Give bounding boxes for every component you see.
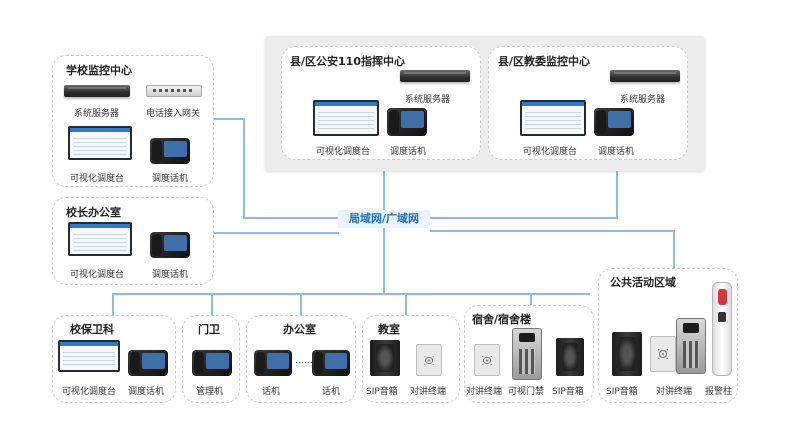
office-phone1-icon (254, 350, 292, 376)
police-server-label: 系统服务器 (405, 95, 451, 105)
school-console-icon (68, 126, 132, 160)
police-phone-icon (387, 108, 427, 136)
education-center-title: 县/区教委监控中心 (498, 55, 591, 68)
link-education-vertical (616, 160, 618, 218)
gateway-icon (146, 85, 202, 97)
school-phone-icon (150, 138, 190, 164)
link-school-gateway (212, 118, 244, 120)
office-phone2-label: 话机 (322, 387, 341, 397)
link-hub-down (383, 228, 385, 294)
public-terminal-icon (650, 336, 676, 372)
link-public-vertical (673, 230, 675, 268)
education-server-icon (610, 70, 680, 82)
link-school-vertical (243, 118, 245, 218)
police-server-icon (400, 70, 470, 82)
dormitory-title: 宿舍/宿舍楼 (472, 313, 532, 326)
alarm-pillar-label: 报警柱 (705, 387, 733, 397)
school-phone-label: 调度话机 (152, 174, 189, 184)
police-center-title: 县/区公安110指挥中心 (290, 55, 405, 68)
education-console-icon (520, 100, 586, 136)
office-dots: …… (295, 356, 313, 366)
gate-title: 门卫 (198, 323, 220, 336)
school-monitor-group (52, 55, 214, 187)
education-center-group (488, 46, 688, 160)
office-phone1-label: 话机 (262, 387, 281, 397)
security-console-label: 可视化调度台 (62, 387, 117, 397)
principal-console-label: 可视化调度台 (70, 270, 125, 280)
school-console-label: 可视化调度台 (70, 174, 125, 184)
public-speaker-icon (612, 332, 642, 376)
school-monitor-title: 学校监控中心 (66, 64, 132, 77)
drop-classroom (405, 293, 407, 315)
public-terminal-label: 对讲终端 (656, 387, 693, 397)
office-title: 办公室 (283, 323, 316, 336)
classroom-terminal-label: 对讲终端 (410, 387, 447, 397)
school-server-label: 系统服务器 (74, 109, 120, 119)
security-phone-label: 调度话机 (128, 387, 165, 397)
dorm-speaker-icon (556, 338, 584, 376)
public-intercom-icon (676, 318, 706, 374)
drop-security (112, 293, 114, 315)
police-console-label: 可视化调度台 (316, 147, 371, 157)
education-console-label: 可视化调度台 (523, 147, 578, 157)
drop-dormitory (530, 293, 532, 305)
security-dept-title: 校保卫科 (70, 323, 114, 336)
school-server-icon (64, 85, 130, 97)
link-left-horizontal (243, 217, 338, 219)
principal-console-icon (68, 222, 132, 256)
principal-phone-label: 调度话机 (152, 270, 189, 280)
education-phone-icon (594, 108, 634, 136)
security-phone-icon (128, 350, 168, 376)
door-access-icon (512, 328, 542, 380)
classroom-speaker-label: SIP音箱 (366, 387, 398, 397)
dorm-terminal-icon (474, 344, 500, 376)
public-area-title: 公共活动区域 (610, 276, 676, 289)
link-right-horizontal (430, 217, 618, 219)
drop-office (300, 293, 302, 315)
education-phone-label: 调度话机 (598, 147, 635, 157)
link-bottom-bus (112, 293, 590, 295)
link-principal-horizontal (214, 232, 339, 234)
police-console-icon (313, 100, 379, 136)
dorm-terminal-label: 对讲终端 (466, 387, 503, 397)
alarm-pillar-icon (712, 282, 732, 376)
gate-phone-label: 管理机 (196, 387, 224, 397)
security-console-icon (58, 340, 120, 372)
office-phone2-icon (312, 350, 350, 376)
classroom-group (362, 315, 460, 403)
network-hub: 局域网/广域网 (338, 210, 430, 228)
principal-office-title: 校长办公室 (66, 206, 121, 219)
link-public-horizontal (430, 230, 674, 232)
drop-gate (211, 293, 213, 315)
gateway-label: 电话接入网关 (146, 109, 201, 119)
link-hub-to-top-panel (383, 170, 385, 210)
classroom-speaker-icon (370, 340, 400, 376)
gate-phone-icon (192, 350, 232, 376)
classroom-terminal-icon (416, 344, 442, 376)
principal-phone-icon (150, 232, 190, 258)
police-phone-label: 调度话机 (390, 147, 427, 157)
dorm-speaker-label: SIP音箱 (552, 387, 584, 397)
public-speaker-label: SIP音箱 (606, 387, 638, 397)
classroom-title: 教室 (378, 323, 400, 336)
education-server-label: 系统服务器 (620, 95, 666, 105)
door-access-label: 可视门禁 (508, 387, 545, 397)
